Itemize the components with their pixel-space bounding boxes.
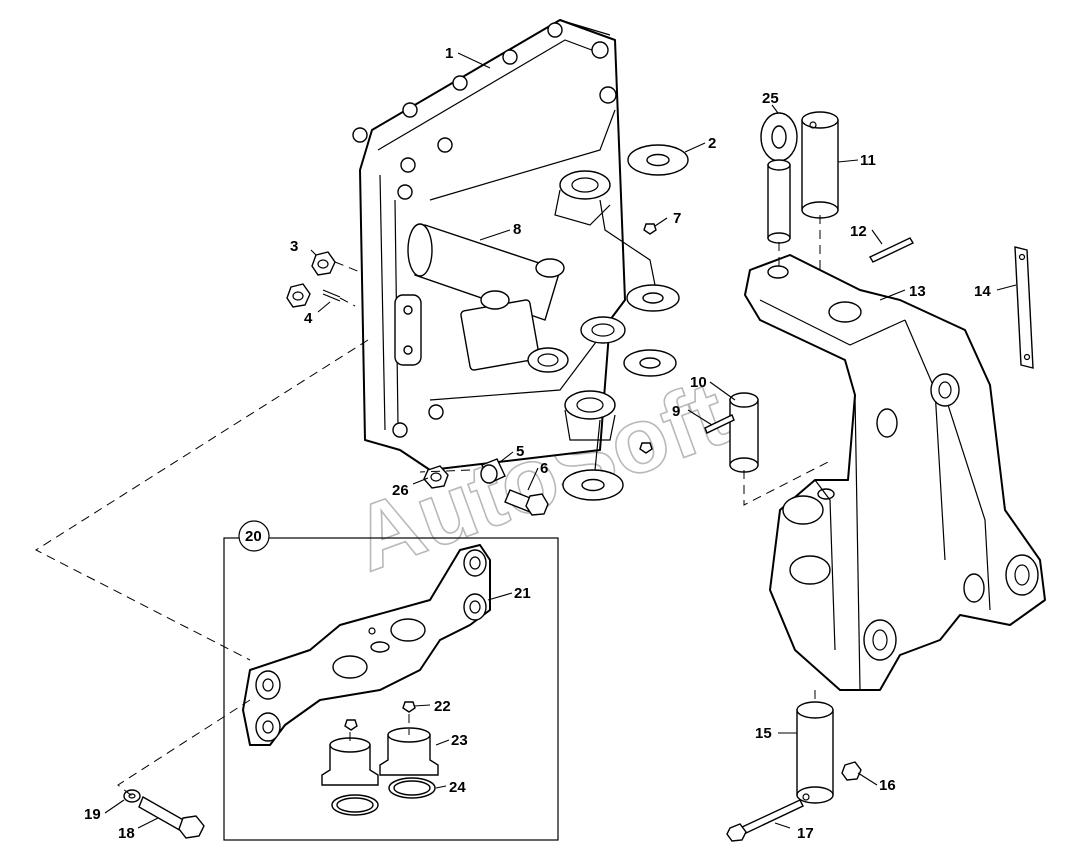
bolt-18-washer-19 — [123, 789, 205, 839]
small-pin-12 — [869, 237, 914, 263]
pin-15-assembly — [726, 701, 862, 842]
lift-arm — [744, 254, 1046, 691]
callout-5: 5 — [516, 443, 524, 460]
assembly-lines — [34, 215, 829, 797]
pin-10-and-9 — [704, 392, 759, 473]
subassembly-20-frame — [223, 537, 559, 841]
callout-leaders — [104, 52, 1017, 829]
callout-8: 8 — [513, 221, 521, 238]
callout-15: 15 — [755, 725, 772, 742]
washer-stack — [562, 144, 689, 501]
nut-and-stud-left — [286, 251, 341, 308]
callout-13: 13 — [909, 283, 926, 300]
callout-4: 4 — [304, 310, 313, 327]
callout-18: 18 — [118, 825, 135, 842]
callout-9: 9 — [672, 403, 680, 420]
grease-nipple-upper — [643, 223, 657, 235]
callout-2: 2 — [708, 135, 716, 152]
callout-10: 10 — [690, 374, 707, 391]
plugs-and-seals — [321, 701, 439, 816]
callout-17: 17 — [797, 825, 814, 842]
callout-26: 26 — [392, 482, 409, 499]
main-frame — [352, 19, 626, 471]
callout-7: 7 — [673, 210, 681, 227]
bushing-bolt-nut-lower — [423, 458, 549, 516]
callout-22: 22 — [434, 698, 451, 715]
bracket-21 — [242, 544, 491, 746]
callout-21: 21 — [514, 585, 531, 602]
eyebolt-and-pin — [760, 111, 839, 244]
callout-16: 16 — [879, 777, 896, 794]
callout-24: 24 — [449, 779, 466, 796]
callout-23: 23 — [451, 732, 468, 749]
callout-25: 25 — [762, 90, 779, 107]
callout-14: 14 — [974, 283, 991, 300]
callout-20: 20 — [245, 528, 262, 545]
callout-11: 11 — [860, 152, 876, 169]
callout-19: 19 — [84, 806, 101, 823]
callout-6: 6 — [540, 460, 548, 477]
callout-1: 1 — [445, 45, 453, 62]
callout-12: 12 — [850, 223, 867, 240]
cover-plate — [1014, 246, 1034, 369]
grease-nipple-lower — [639, 442, 653, 454]
callout-20-circle — [238, 520, 270, 552]
callout-3: 3 — [290, 238, 298, 255]
